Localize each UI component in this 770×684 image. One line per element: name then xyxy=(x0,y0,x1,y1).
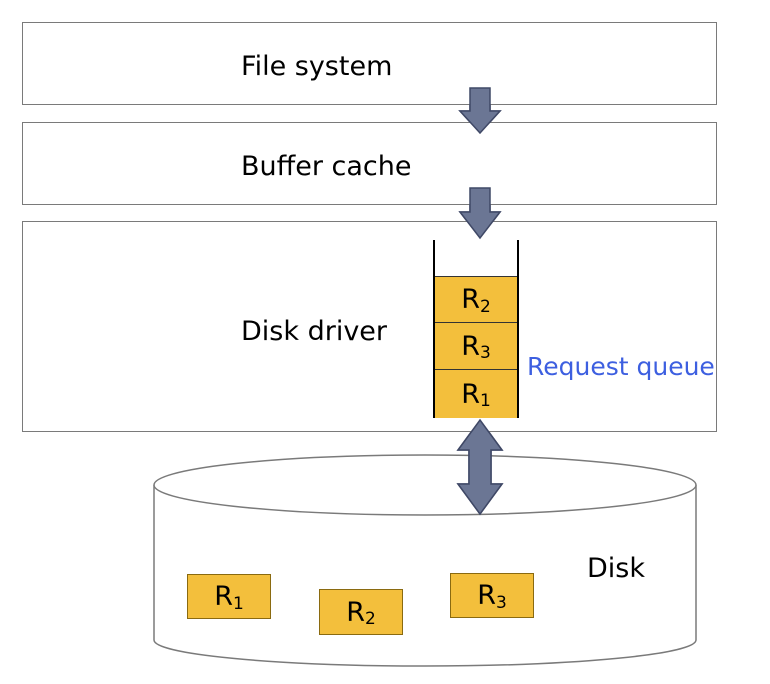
queue-right-wall xyxy=(517,240,519,418)
queue-left-wall xyxy=(433,240,435,418)
file-system-label: File system xyxy=(241,51,393,82)
disk-label: Disk xyxy=(587,553,645,584)
disk-driver-label: Disk driver xyxy=(241,316,388,347)
disk-driver-layer: Disk driver xyxy=(22,221,717,432)
file-system-layer: File system xyxy=(22,22,717,105)
buffer-cache-layer: Buffer cache xyxy=(22,122,717,205)
down-arrow-icon xyxy=(458,87,502,135)
request-queue-label: Request queue xyxy=(527,352,715,381)
disk-cylinder xyxy=(153,454,697,667)
bidirectional-arrow-icon xyxy=(456,418,504,516)
down-arrow-icon xyxy=(458,187,502,240)
buffer-cache-label: Buffer cache xyxy=(241,151,412,182)
